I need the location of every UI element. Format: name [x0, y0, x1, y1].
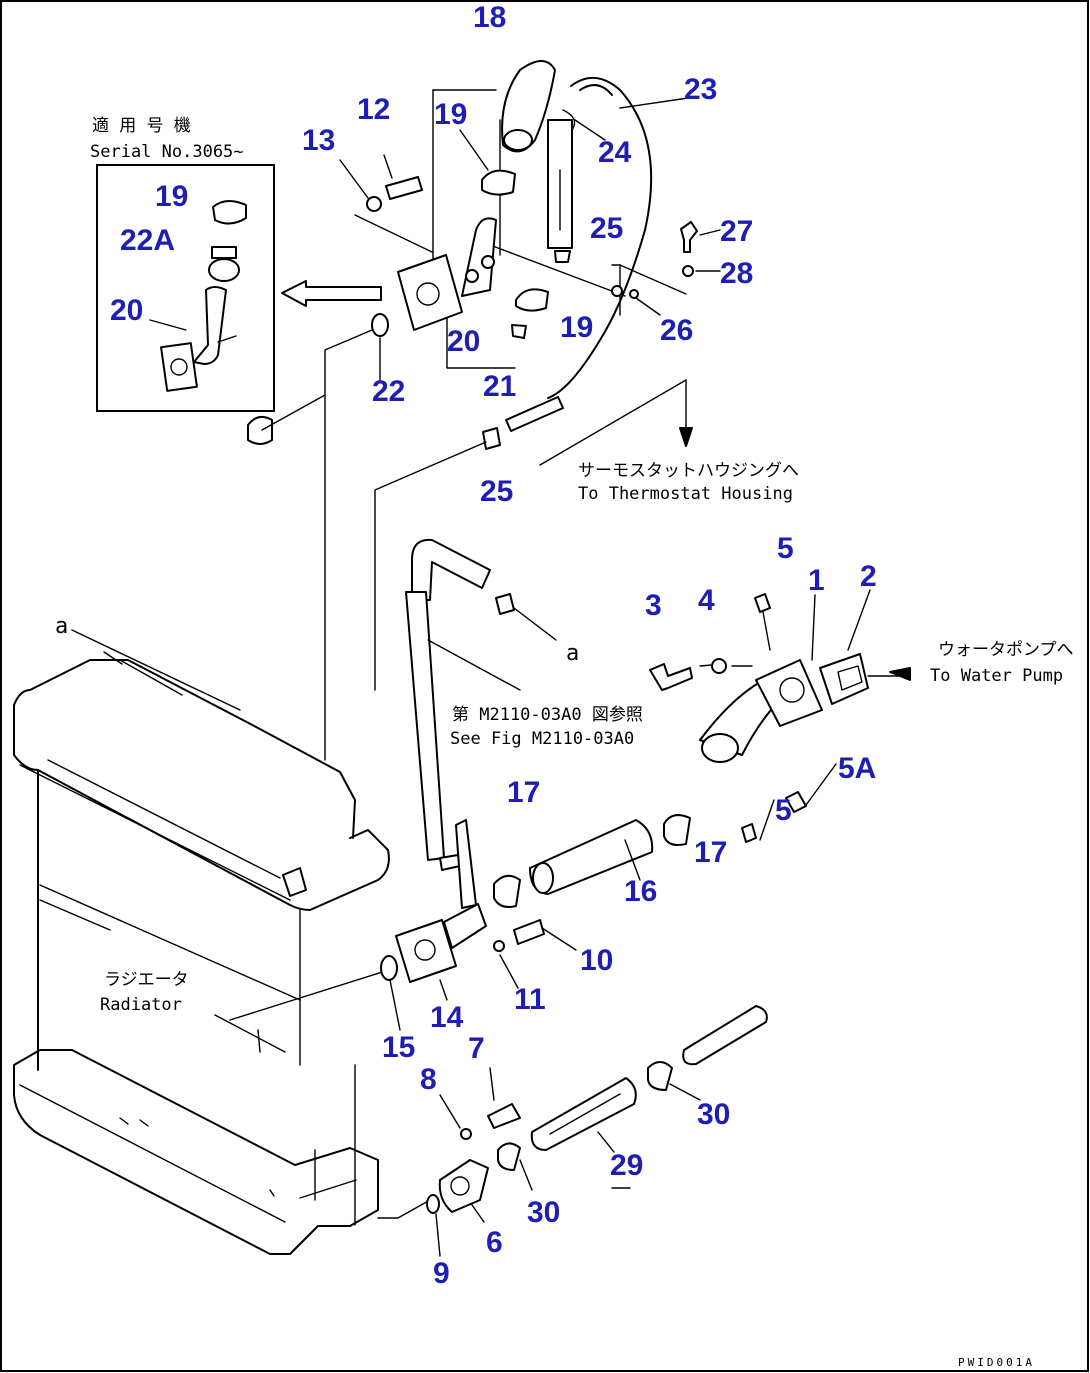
callout: 19 — [560, 311, 593, 344]
callout: 9 — [433, 1257, 450, 1290]
inset-arrow — [281, 280, 382, 307]
callout: 19 — [155, 180, 188, 213]
callout: 11 — [514, 983, 546, 1016]
fig-ref-en: See Fig M2110-03A0 — [450, 729, 634, 749]
callout: 22A — [120, 224, 175, 257]
callout: 17 — [507, 776, 540, 809]
callout: 5 — [775, 794, 792, 827]
callout: 8 — [420, 1063, 437, 1096]
callout: 25 — [480, 475, 513, 508]
serial-inset: 適 用 号 機 Serial No.3065~ — [90, 116, 275, 412]
thermostat-label-en: To Thermostat Housing — [578, 484, 793, 504]
water-pump-connection — [649, 589, 911, 843]
water-pump-label-en: To Water Pump — [930, 666, 1063, 686]
callout: 1 — [808, 564, 825, 597]
fig-ref-jp: 第 M2110-03A0 図参照 — [452, 705, 643, 725]
callout: 10 — [580, 944, 613, 977]
callout: 23 — [684, 73, 717, 106]
upper-assembly — [324, 60, 721, 761]
callout: 26 — [660, 314, 693, 347]
reference-a-left: a — [55, 614, 241, 711]
callout: 15 — [382, 1031, 415, 1064]
callout: 5 — [777, 532, 794, 565]
callout: 18 — [473, 1, 506, 34]
callout: 7 — [468, 1032, 485, 1065]
callout: 19 — [434, 98, 467, 131]
hose-16 — [493, 814, 691, 908]
callout: 21 — [483, 370, 516, 403]
ref-a-left: a — [55, 614, 68, 639]
reference-a-right: a — [509, 604, 579, 666]
thermostat-label-jp: サーモスタットハウジングへ — [578, 461, 799, 481]
callout: 3 — [645, 589, 662, 622]
callout: 20 — [110, 294, 143, 327]
radiator-label-en: Radiator — [100, 995, 182, 1015]
callout: 16 — [624, 875, 657, 908]
callout: 30 — [697, 1098, 730, 1131]
drain-assembly — [426, 1005, 768, 1257]
callout: 28 — [720, 257, 753, 290]
callout: 14 — [430, 1001, 464, 1034]
callout: 2 — [860, 560, 877, 593]
radiator-label-jp: ラジエータ — [104, 970, 189, 990]
callout: 17 — [694, 836, 727, 869]
callout: 24 — [598, 136, 632, 169]
callout: 12 — [357, 93, 390, 126]
callout: 4 — [698, 584, 715, 617]
serial-label-en: Serial No.3065~ — [90, 142, 244, 162]
callout: 27 — [720, 215, 753, 248]
bypass-hose — [405, 538, 521, 909]
callout: 20 — [447, 325, 480, 358]
callouts: 18 23 24 19 12 13 25 27 28 26 19 20 21 2… — [110, 1, 877, 1290]
serial-label-jp: 適 用 号 機 — [92, 116, 191, 136]
ref-a-right: a — [566, 641, 579, 666]
callout: 22 — [372, 375, 405, 408]
callout: 13 — [302, 124, 335, 157]
water-pump-label-jp: ウォータポンプへ — [938, 640, 1074, 660]
radiator — [13, 394, 431, 1255]
callout: 25 — [590, 212, 623, 245]
callout: 5A — [838, 752, 876, 785]
drawing-code: PWID001A — [958, 1356, 1035, 1369]
outlet-flange-14 — [380, 903, 577, 1031]
callout: 6 — [486, 1226, 503, 1259]
callout: 30 — [527, 1196, 560, 1229]
callout: 29 — [610, 1149, 643, 1182]
